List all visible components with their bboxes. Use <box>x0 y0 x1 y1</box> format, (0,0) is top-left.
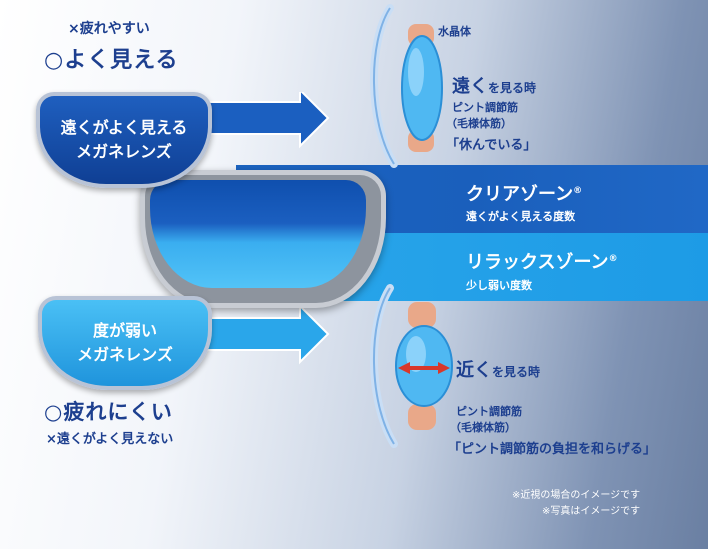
eye-near-arrow-bar <box>408 366 440 370</box>
arrow-bottom <box>199 303 330 365</box>
eye-far-lens <box>401 35 443 141</box>
relax-zone-mark: ® <box>608 254 618 264</box>
eye-near-cornea-inner <box>373 287 395 445</box>
eye-near-lens-highlight <box>406 336 426 372</box>
eye-far-illustration <box>370 4 443 168</box>
eye-near-arrow-left <box>398 362 410 374</box>
eye-near-arrow-right <box>438 362 450 374</box>
crystalline-lens-label: 水晶体 <box>438 25 471 38</box>
eye-near-illustration <box>370 284 453 448</box>
far-lens-blob: 遠くがよく見える メガネレンズ <box>36 92 212 188</box>
tired-easily-note: ×疲れやすい <box>68 21 150 37</box>
eye-near-muscle-bottom <box>408 404 436 430</box>
eye-far-lens-highlight <box>408 48 424 96</box>
footnote-myopia: ※近視の場合のイメージです <box>512 490 641 501</box>
eye-near-muscle-label: ピント調節筋 <box>456 405 522 418</box>
clear-zone-title: クリアゾーン® <box>466 180 582 206</box>
eye-far-title: 遠くを見る時 <box>452 72 536 98</box>
relax-zone-name: リラックスゾーン <box>466 252 609 273</box>
eye-far-muscle-label: ピント調節筋 <box>452 101 518 114</box>
connector-arrows <box>199 92 330 365</box>
weak-lens-line2: メガネレンズ <box>77 345 173 364</box>
eye-far-title-rest: を見る時 <box>488 81 537 95</box>
relax-zone-sub: 少し弱い度数 <box>466 279 532 292</box>
far-not-clear-note: ×遠くがよく見えない <box>46 432 174 447</box>
eye-far-title-big: 遠く <box>452 76 488 97</box>
relax-zone-title: リラックスゾーン® <box>466 248 618 274</box>
eye-near-title: 近くを見る時 <box>456 356 540 382</box>
arrow-top <box>199 92 330 149</box>
eye-near-state: 「ピント調節筋の負担を和らげる」 <box>448 442 657 457</box>
weak-lens-line1: 度が弱い <box>92 321 157 340</box>
far-lens-line2: メガネレンズ <box>76 142 172 161</box>
less-tired-note: ○疲れにくい <box>44 400 173 424</box>
clear-zone-sub: 遠くがよく見える度数 <box>466 210 576 223</box>
footnote-photo: ※写真はイメージです <box>542 506 641 517</box>
weak-lens-blob: 度が弱い メガネレンズ <box>38 296 212 390</box>
eye-near-muscle-sub: （毛様体筋） <box>450 421 516 434</box>
glasses-lens <box>150 180 366 288</box>
eye-far-muscle-sub: （毛様体筋） <box>446 117 512 130</box>
eye-far-state: 「休んでいる」 <box>446 138 537 153</box>
eye-near-muscle-top <box>408 302 436 328</box>
far-lens-line1: 遠くがよく見える <box>60 118 188 137</box>
see-well-note: ○よく見える <box>44 48 179 73</box>
clear-zone-name: クリアゾーン <box>466 184 574 205</box>
eye-near-title-rest: を見る時 <box>492 365 541 379</box>
clear-zone-mark: ® <box>573 186 583 196</box>
eye-near-title-big: 近く <box>456 360 492 381</box>
eye-far-cornea-inner <box>373 7 395 165</box>
